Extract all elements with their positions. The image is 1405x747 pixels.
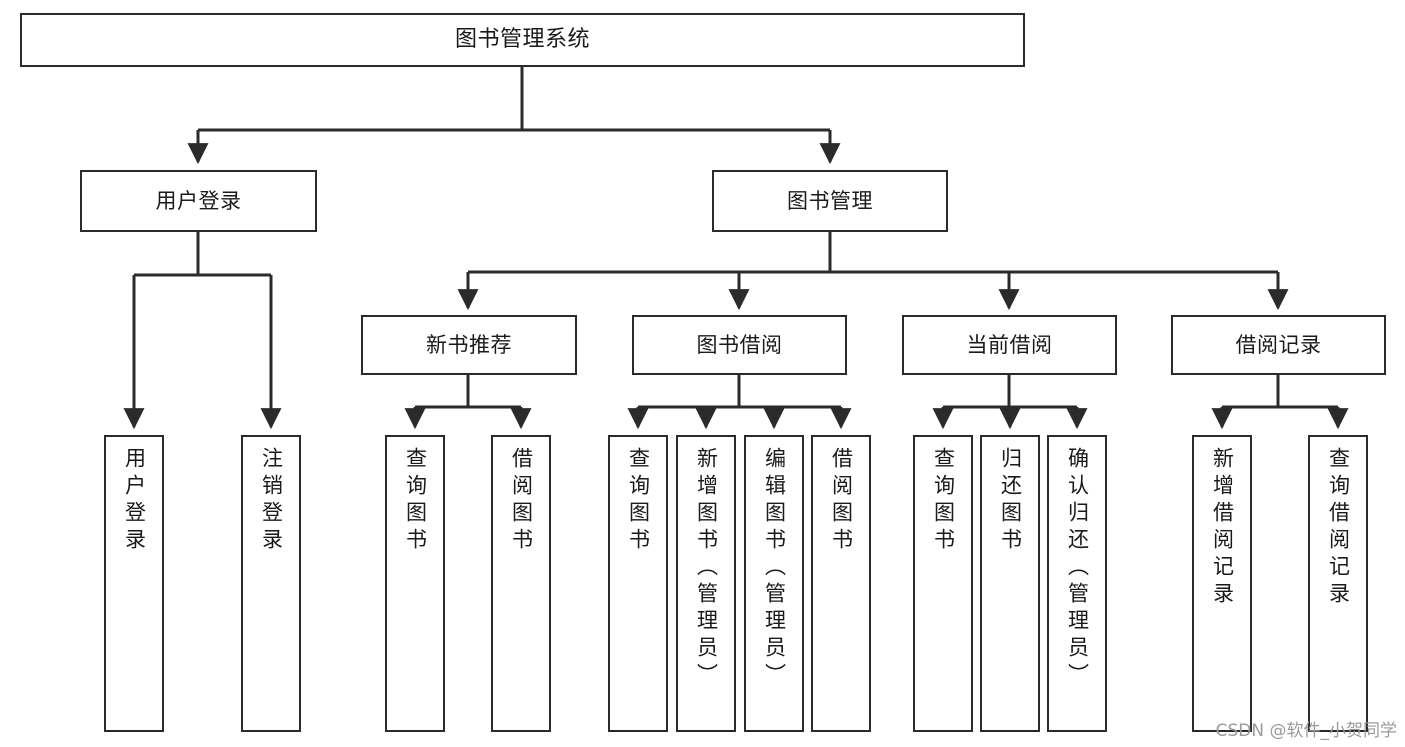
node-leaf-user-login-label: 用户登录 xyxy=(122,447,147,555)
node-leaf-edit-book[interactable]: 编辑图书（管理员） xyxy=(744,435,804,732)
node-leaf-query-record[interactable]: 查询借阅记录 xyxy=(1308,435,1368,732)
node-leaf-query-book-1-label: 查询图书 xyxy=(403,447,428,555)
node-borrow-record[interactable]: 借阅记录 xyxy=(1171,315,1386,375)
node-leaf-add-book[interactable]: 新增图书（管理员） xyxy=(676,435,736,732)
node-book-manage-label: 图书管理 xyxy=(787,188,873,213)
node-book-manage[interactable]: 图书管理 xyxy=(712,170,948,232)
node-current-borrow[interactable]: 当前借阅 xyxy=(902,315,1117,375)
node-leaf-borrow-book-1[interactable]: 借阅图书 xyxy=(491,435,551,732)
node-leaf-return-book[interactable]: 归还图书 xyxy=(980,435,1040,732)
node-user-login[interactable]: 用户登录 xyxy=(80,170,317,232)
node-leaf-borrow-book-1-label: 借阅图书 xyxy=(509,447,534,555)
node-leaf-query-book-2[interactable]: 查询图书 xyxy=(608,435,668,732)
node-leaf-query-book-2-label: 查询图书 xyxy=(626,447,651,555)
node-leaf-add-book-label: 新增图书（管理员） xyxy=(694,447,719,690)
node-new-book-recommend-label: 新书推荐 xyxy=(426,332,512,357)
node-root-label: 图书管理系统 xyxy=(454,27,590,53)
node-leaf-user-logout-label: 注销登录 xyxy=(259,447,284,555)
node-leaf-user-logout[interactable]: 注销登录 xyxy=(241,435,301,732)
node-leaf-query-book-3[interactable]: 查询图书 xyxy=(913,435,973,732)
node-current-borrow-label: 当前借阅 xyxy=(966,332,1053,357)
node-leaf-confirm-return[interactable]: 确认归还（管理员） xyxy=(1047,435,1107,732)
node-leaf-borrow-book-2-label: 借阅图书 xyxy=(829,447,854,555)
node-borrow-record-label: 借阅记录 xyxy=(1235,332,1322,357)
node-leaf-confirm-return-label: 确认归还（管理员） xyxy=(1065,447,1090,690)
node-leaf-edit-book-label: 编辑图书（管理员） xyxy=(762,447,787,690)
node-leaf-add-record-label: 新增借阅记录 xyxy=(1210,447,1235,609)
node-leaf-query-book-3-label: 查询图书 xyxy=(931,447,956,555)
node-leaf-query-record-label: 查询借阅记录 xyxy=(1326,447,1351,609)
node-new-book-recommend[interactable]: 新书推荐 xyxy=(361,315,577,375)
node-book-borrow-label: 图书借阅 xyxy=(696,332,783,357)
csdn-watermark: CSDN @软件_小贺同学 xyxy=(1215,721,1397,741)
node-leaf-user-login[interactable]: 用户登录 xyxy=(104,435,164,732)
node-user-login-label: 用户登录 xyxy=(155,188,242,213)
node-book-borrow[interactable]: 图书借阅 xyxy=(632,315,847,375)
node-leaf-return-book-label: 归还图书 xyxy=(998,447,1023,555)
node-leaf-add-record[interactable]: 新增借阅记录 xyxy=(1192,435,1252,732)
node-leaf-query-book-1[interactable]: 查询图书 xyxy=(385,435,445,732)
node-leaf-borrow-book-2[interactable]: 借阅图书 xyxy=(811,435,871,732)
node-root[interactable]: 图书管理系统 xyxy=(20,13,1025,67)
